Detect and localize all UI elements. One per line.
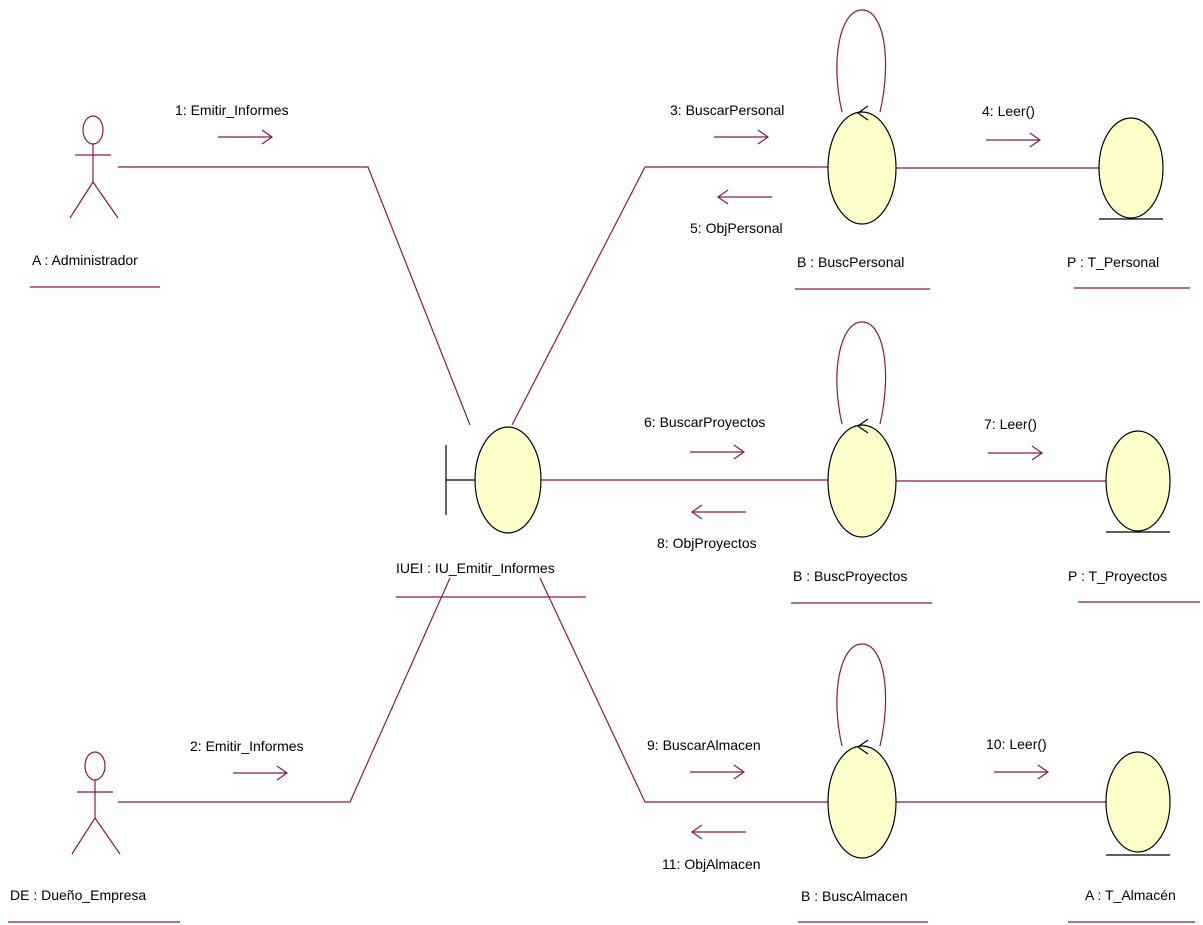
object-label-ent-proyectos: P : T_Proyectos	[1068, 568, 1167, 584]
self-loop-personal	[836, 9, 887, 113]
object-label-ent-almacen: A : T_Almacén	[1085, 887, 1176, 903]
message-label-8: 8: ObjProyectos	[657, 535, 757, 551]
control-almacen-icon	[827, 739, 897, 859]
arrow-m4	[986, 132, 1042, 148]
message-label-7: 7: Leer()	[984, 416, 1037, 432]
object-label-dueno-empresa: DE : Dueño_Empresa	[10, 887, 146, 903]
message-label-1: 1: Emitir_Informes	[175, 102, 289, 118]
message-label-3: 3: BuscarPersonal	[670, 102, 784, 118]
object-label-ctrl-almacen: B : BuscAlmacen	[801, 888, 908, 904]
arrow-m3	[714, 129, 770, 145]
arrow-m7	[988, 445, 1044, 461]
entity-almacen-icon	[1105, 751, 1171, 856]
actor-dueno-empresa-icon	[71, 751, 121, 855]
arrow-m5	[716, 189, 772, 205]
link-owner-boundary	[118, 577, 451, 803]
self-loop-proyectos	[836, 321, 887, 425]
boundary-object-icon	[445, 426, 542, 534]
control-proyectos-icon	[827, 418, 897, 538]
control-personal-icon	[827, 105, 897, 225]
entity-proyectos-icon	[1105, 430, 1171, 533]
link-boundary-personal	[511, 166, 828, 426]
arrow-m1	[218, 129, 274, 145]
message-label-4: 4: Leer()	[982, 103, 1035, 119]
link-boundary-almacen	[539, 577, 828, 803]
message-label-5: 5: ObjPersonal	[690, 220, 783, 236]
message-label-9: 9: BuscarAlmacen	[647, 737, 761, 753]
arrow-m9	[690, 764, 746, 780]
arrow-m8	[690, 504, 746, 520]
message-label-2: 2: Emitir_Informes	[190, 738, 304, 754]
message-label-6: 6: BuscarProyectos	[644, 414, 765, 430]
object-label-administrador: A : Administrador	[32, 252, 138, 268]
arrow-m6	[690, 444, 746, 460]
message-label-11: 11: ObjAlmacen	[662, 856, 761, 872]
arrow-m2	[233, 765, 289, 781]
object-label-ctrl-personal: B : BuscPersonal	[797, 254, 904, 270]
entity-personal-icon	[1098, 117, 1164, 220]
object-label-boundary: IUEI : IU_Emitir_Informes	[396, 560, 555, 576]
message-label-10: 10: Leer()	[986, 736, 1047, 752]
self-loop-almacen	[836, 643, 887, 747]
actor-administrador-icon	[69, 115, 119, 219]
arrow-m11	[690, 824, 746, 840]
link-admin-boundary	[118, 166, 471, 426]
arrow-m10	[994, 764, 1050, 780]
object-label-ctrl-proyectos: B : BuscProyectos	[793, 568, 907, 584]
object-label-ent-personal: P : T_Personal	[1067, 254, 1159, 270]
